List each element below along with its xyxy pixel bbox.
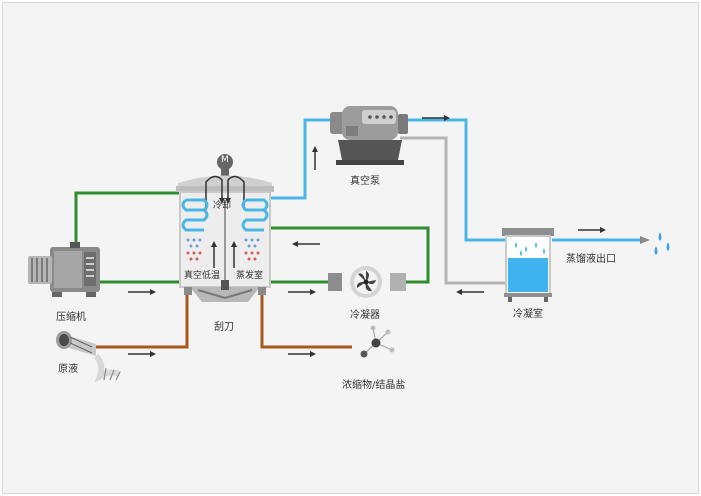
vacuum-pump-icon (330, 106, 408, 165)
vacuum-pump-label: 真空泵 (350, 176, 380, 187)
refrigerant-pipe-return (266, 226, 430, 284)
vapor-pipe-to-chamber (400, 118, 506, 242)
motor-label: M (221, 155, 229, 165)
condenser-fan-icon (356, 271, 376, 292)
compressor-icon (28, 242, 100, 297)
raw-liquid-label: 原液 (58, 364, 78, 375)
water-drops-icon (628, 232, 670, 255)
condenser-icon (328, 266, 406, 298)
concentrate-label: 浓缩物/结晶盐 (342, 380, 406, 391)
raw-liquid-pipe-icon (56, 331, 122, 383)
raw-liquid-pipe (96, 292, 189, 349)
vacuum-low-temp-label: 真空低温 (184, 271, 221, 281)
condenser-label: 冷凝器 (350, 310, 380, 321)
condensation-chamber-label: 冷凝室 (513, 309, 543, 320)
concentrate-pipe (260, 292, 352, 349)
vapor-pipe-to-pump (268, 118, 330, 200)
distillate-outlet-label: 蒸馏液出口 (566, 254, 616, 265)
scraper-label: 刮刀 (214, 322, 234, 333)
flow-arrows (128, 115, 606, 357)
refrigerant-pipe-top (74, 191, 185, 248)
molecule-icon (360, 325, 395, 358)
compressor-label: 压缩机 (56, 312, 86, 323)
evaporator-vessel-icon (176, 154, 274, 302)
condensation-tank-icon (502, 228, 554, 302)
return-pipe (400, 136, 506, 285)
evaporation-chamber-label: 蒸发室 (236, 271, 264, 281)
cooling-label: 冷却 (213, 201, 232, 211)
